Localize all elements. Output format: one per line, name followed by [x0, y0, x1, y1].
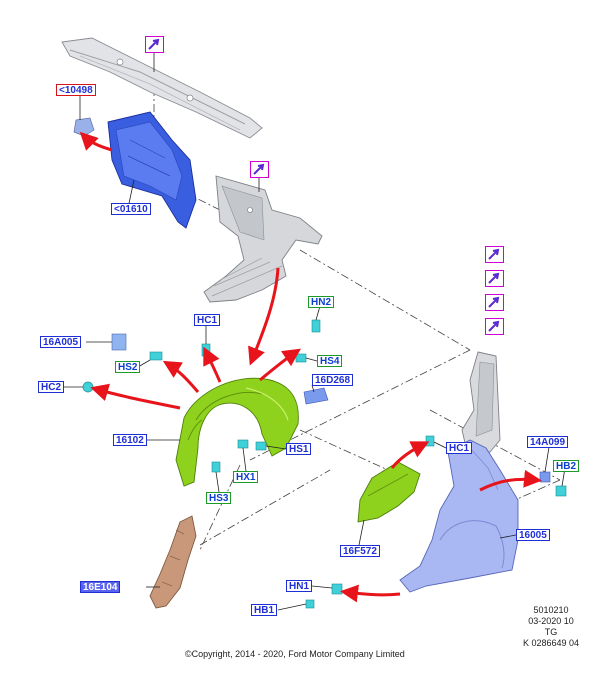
drawing-reference-stamp: 5010210 03-2020 10 TG K 0286649 04 [511, 605, 591, 649]
direction-arrows [79, 131, 542, 603]
label-HC1-front[interactable]: HC1 [194, 314, 221, 326]
leader-lines [62, 52, 566, 611]
reference-callout [250, 161, 269, 178]
label-16E104[interactable]: 16E104 [80, 581, 121, 593]
label-HS4[interactable]: HS4 [317, 355, 343, 367]
label-16102[interactable]: 16102 [113, 434, 147, 446]
label-HB2[interactable]: HB2 [553, 460, 580, 472]
label-HS2[interactable]: HS2 [115, 361, 141, 373]
label-HS3[interactable]: HS3 [206, 492, 232, 504]
arrow-icon [488, 248, 500, 260]
wheel-arch-liner-part [175, 377, 299, 487]
label-HS1[interactable]: HS1 [286, 443, 312, 455]
arrow-icon [148, 38, 160, 50]
center-gray-panel-part [203, 175, 323, 303]
label-HX1[interactable]: HX1 [233, 471, 259, 483]
reference-callout [485, 294, 504, 311]
label-16F572[interactable]: 16F572 [340, 545, 380, 557]
arrow-icon [253, 163, 265, 175]
arrow-icon [488, 320, 500, 332]
reference-callout [485, 246, 504, 263]
label-16A005[interactable]: 16A005 [40, 336, 82, 348]
label-14A099[interactable]: 14A099 [527, 436, 569, 448]
reference-callout [485, 270, 504, 287]
arrow-icon [488, 272, 500, 284]
rear-liner-part [357, 461, 421, 523]
label-01610[interactable]: <01610 [111, 203, 151, 215]
upper-rail-part [61, 37, 263, 139]
small-bracket-part [73, 117, 95, 137]
label-HN1[interactable]: HN1 [286, 580, 313, 592]
arrow-icon [488, 296, 500, 308]
right-pillar-part [461, 351, 501, 457]
stamp-line-3: TG [544, 627, 558, 637]
reference-callout [485, 318, 504, 335]
label-16D268[interactable]: 16D268 [312, 374, 354, 386]
label-HC1-rear[interactable]: HC1 [446, 442, 473, 454]
label-HB1[interactable]: HB1 [251, 604, 278, 616]
label-10498[interactable]: <10498 [56, 84, 96, 96]
stamp-line-2: 03-2020 10 [528, 616, 574, 626]
label-HN2[interactable]: HN2 [308, 296, 335, 308]
label-16005[interactable]: 16005 [516, 529, 550, 541]
copyright-notice: ©Copyright, 2014 - 2020, Ford Motor Comp… [185, 649, 405, 659]
fender-part [399, 439, 519, 593]
stamp-line-1: 5010210 [533, 605, 569, 615]
tan-brace-part [149, 515, 197, 609]
reference-callout [145, 36, 164, 53]
blue-panel-part [107, 111, 197, 229]
stamp-line-4: K 0286649 04 [522, 638, 580, 648]
label-HC2[interactable]: HC2 [38, 381, 65, 393]
